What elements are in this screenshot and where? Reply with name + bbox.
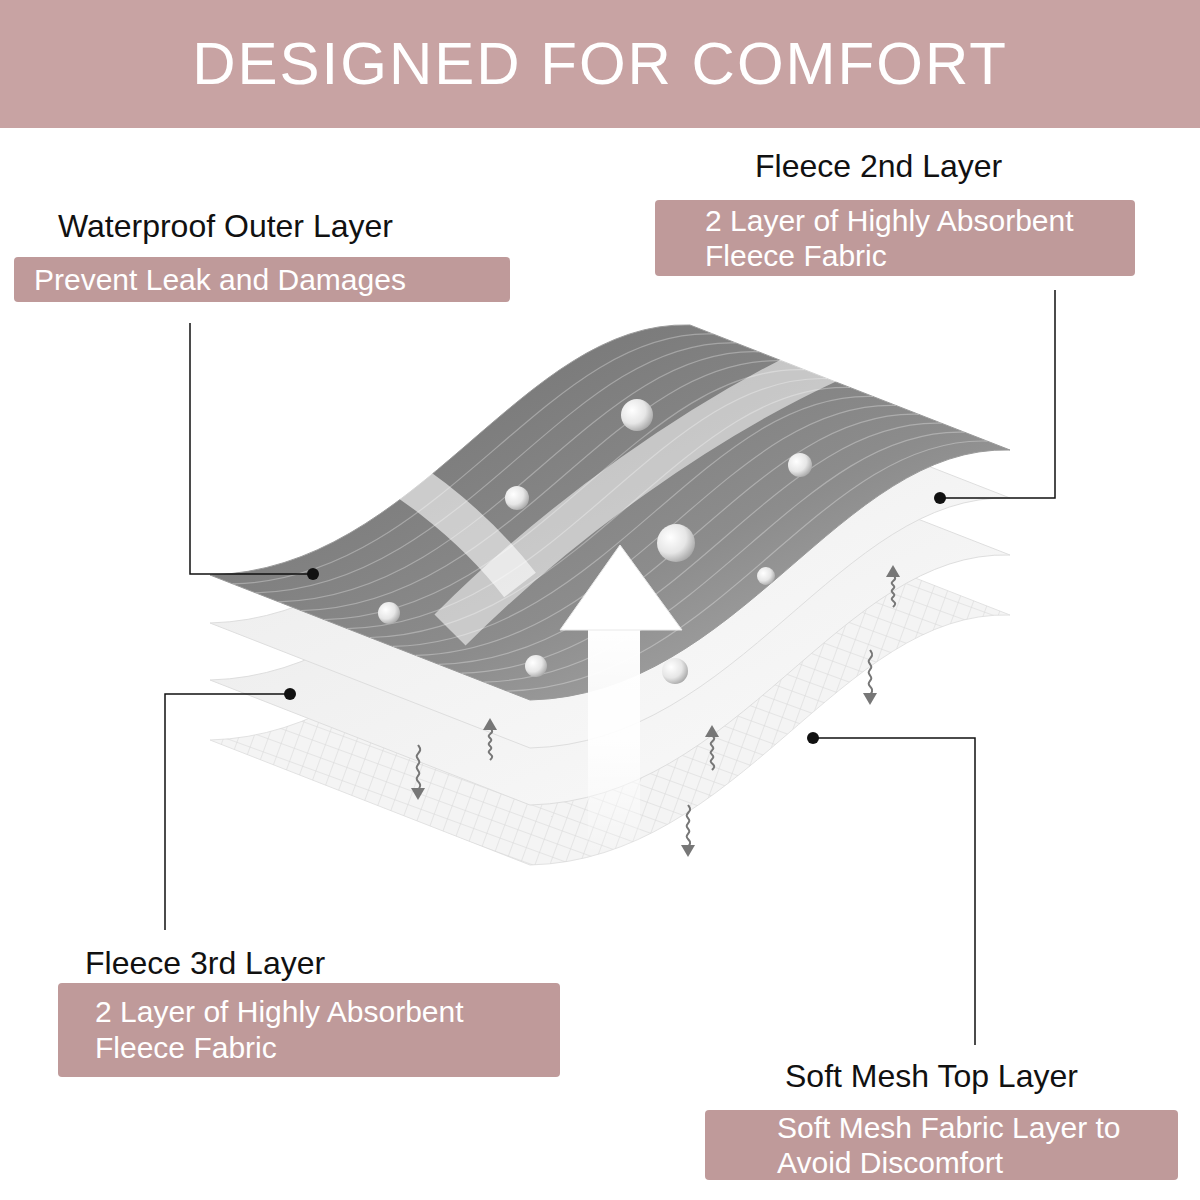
moisture-arrow	[489, 728, 493, 760]
airflow-arrow	[450, 360, 830, 630]
water-droplet	[757, 567, 775, 585]
water-droplet	[378, 602, 400, 624]
moisture-arrow	[892, 575, 896, 607]
moisture-arrowhead	[705, 725, 719, 737]
moisture-arrow	[687, 805, 691, 847]
callout-box: Waterproof Outer LayerPrevent Leak and D…	[14, 208, 510, 302]
moisture-arrow	[869, 650, 873, 695]
water-droplet	[525, 655, 547, 677]
layer-description: Prevent Leak and Damages	[14, 257, 510, 302]
callout-box: Soft Mesh Top LayerSoft Mesh Fabric Laye…	[705, 1058, 1178, 1180]
water-droplet	[788, 453, 812, 477]
layer-description: 2 Layer of Highly Absorbent Fleece Fabri…	[58, 983, 560, 1077]
layer-heading: Soft Mesh Top Layer	[785, 1058, 1178, 1094]
moisture-arrowhead	[681, 845, 695, 857]
moisture-arrow	[711, 735, 715, 770]
water-droplet	[662, 658, 688, 684]
moisture-arrowhead	[411, 788, 425, 800]
layer-heading: Fleece 2nd Layer	[755, 148, 1135, 184]
moisture-arrowhead	[483, 718, 497, 730]
water-droplet	[657, 524, 695, 562]
callout-box: Fleece 3rd Layer2 Layer of Highly Absorb…	[58, 945, 560, 1077]
layer-description: Soft Mesh Fabric Layer to Avoid Discomfo…	[705, 1110, 1178, 1180]
upward-arrow	[588, 625, 640, 855]
water-droplet	[621, 399, 653, 431]
airflow-arrowhead	[285, 396, 352, 470]
moisture-arrow	[417, 745, 421, 790]
airflow-arrowhead	[790, 292, 890, 395]
layer-heading: Waterproof Outer Layer	[58, 208, 510, 244]
callout-box: Fleece 2nd Layer 2 Layer of Highly Absorb…	[655, 148, 1135, 276]
upward-arrowhead	[560, 545, 682, 630]
moisture-arrowhead	[886, 565, 900, 577]
page-title: DESIGNED FOR COMFORT	[0, 0, 1200, 128]
moisture-arrowhead	[863, 693, 877, 705]
water-droplet	[505, 486, 529, 510]
layer-description: 2 Layer of Highly Absorbent Fleece Fabri…	[655, 200, 1135, 276]
sheet-stripe	[507, 441, 987, 691]
layer-heading: Fleece 3rd Layer	[85, 945, 560, 981]
